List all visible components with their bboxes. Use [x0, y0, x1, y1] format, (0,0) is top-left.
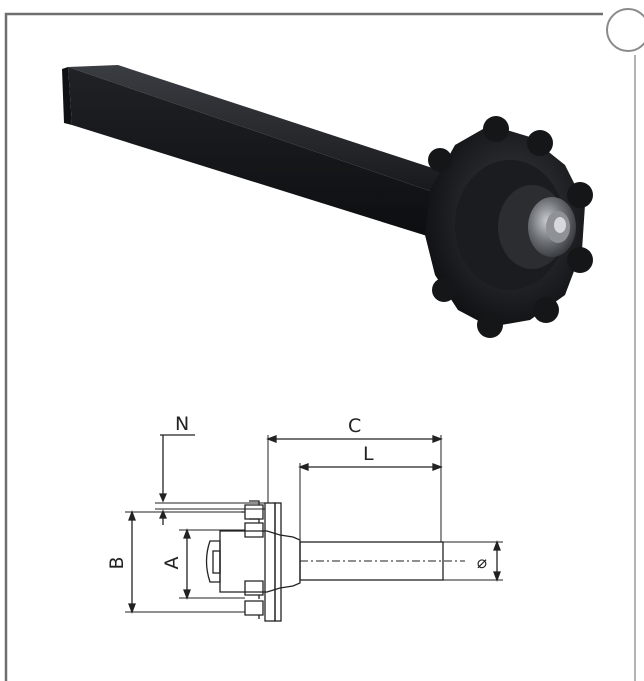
label-l: L [363, 443, 374, 465]
product-photo [60, 45, 620, 345]
label-n: N [175, 413, 189, 435]
dimension-drawing: N C L B A ⌀ [95, 405, 525, 645]
label-diameter: ⌀ [477, 553, 487, 573]
label-c: C [348, 415, 361, 437]
corner-badge [606, 8, 644, 52]
label-a: A [161, 557, 183, 570]
label-b: B [106, 556, 128, 569]
